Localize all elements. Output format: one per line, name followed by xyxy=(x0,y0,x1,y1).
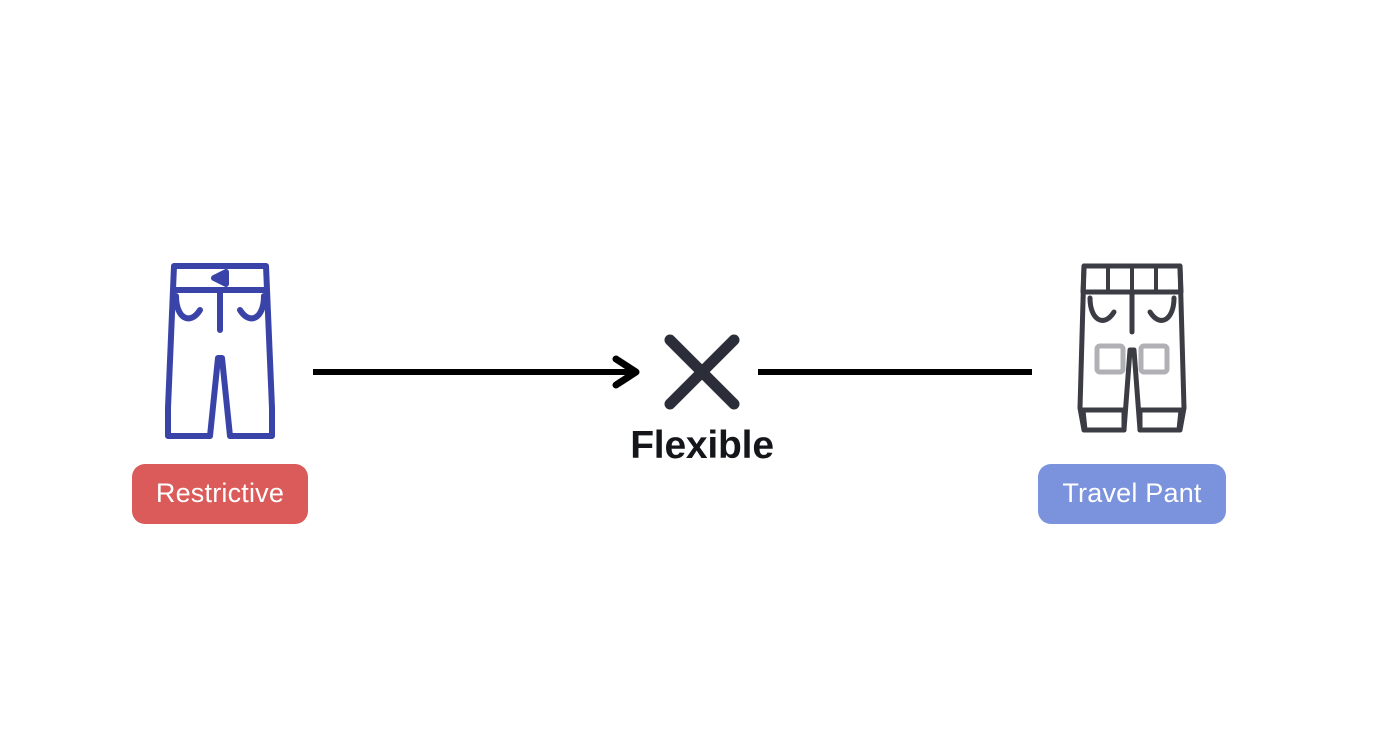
travel-pant-icon xyxy=(1074,258,1190,442)
badge-travel-pant[interactable]: Travel Pant xyxy=(1038,464,1226,524)
connector-group xyxy=(300,348,1050,398)
badge-restrictive[interactable]: Restrictive xyxy=(131,464,309,524)
restrictive-jeans-icon xyxy=(160,258,280,442)
right-node: Travel Pant xyxy=(1028,258,1236,524)
left-node: Restrictive xyxy=(112,258,328,524)
cross-x-icon xyxy=(660,330,744,414)
arrow-right-connector xyxy=(313,355,640,389)
center-label-flexible: Flexible xyxy=(630,424,774,467)
center-node: Flexible xyxy=(596,330,808,465)
